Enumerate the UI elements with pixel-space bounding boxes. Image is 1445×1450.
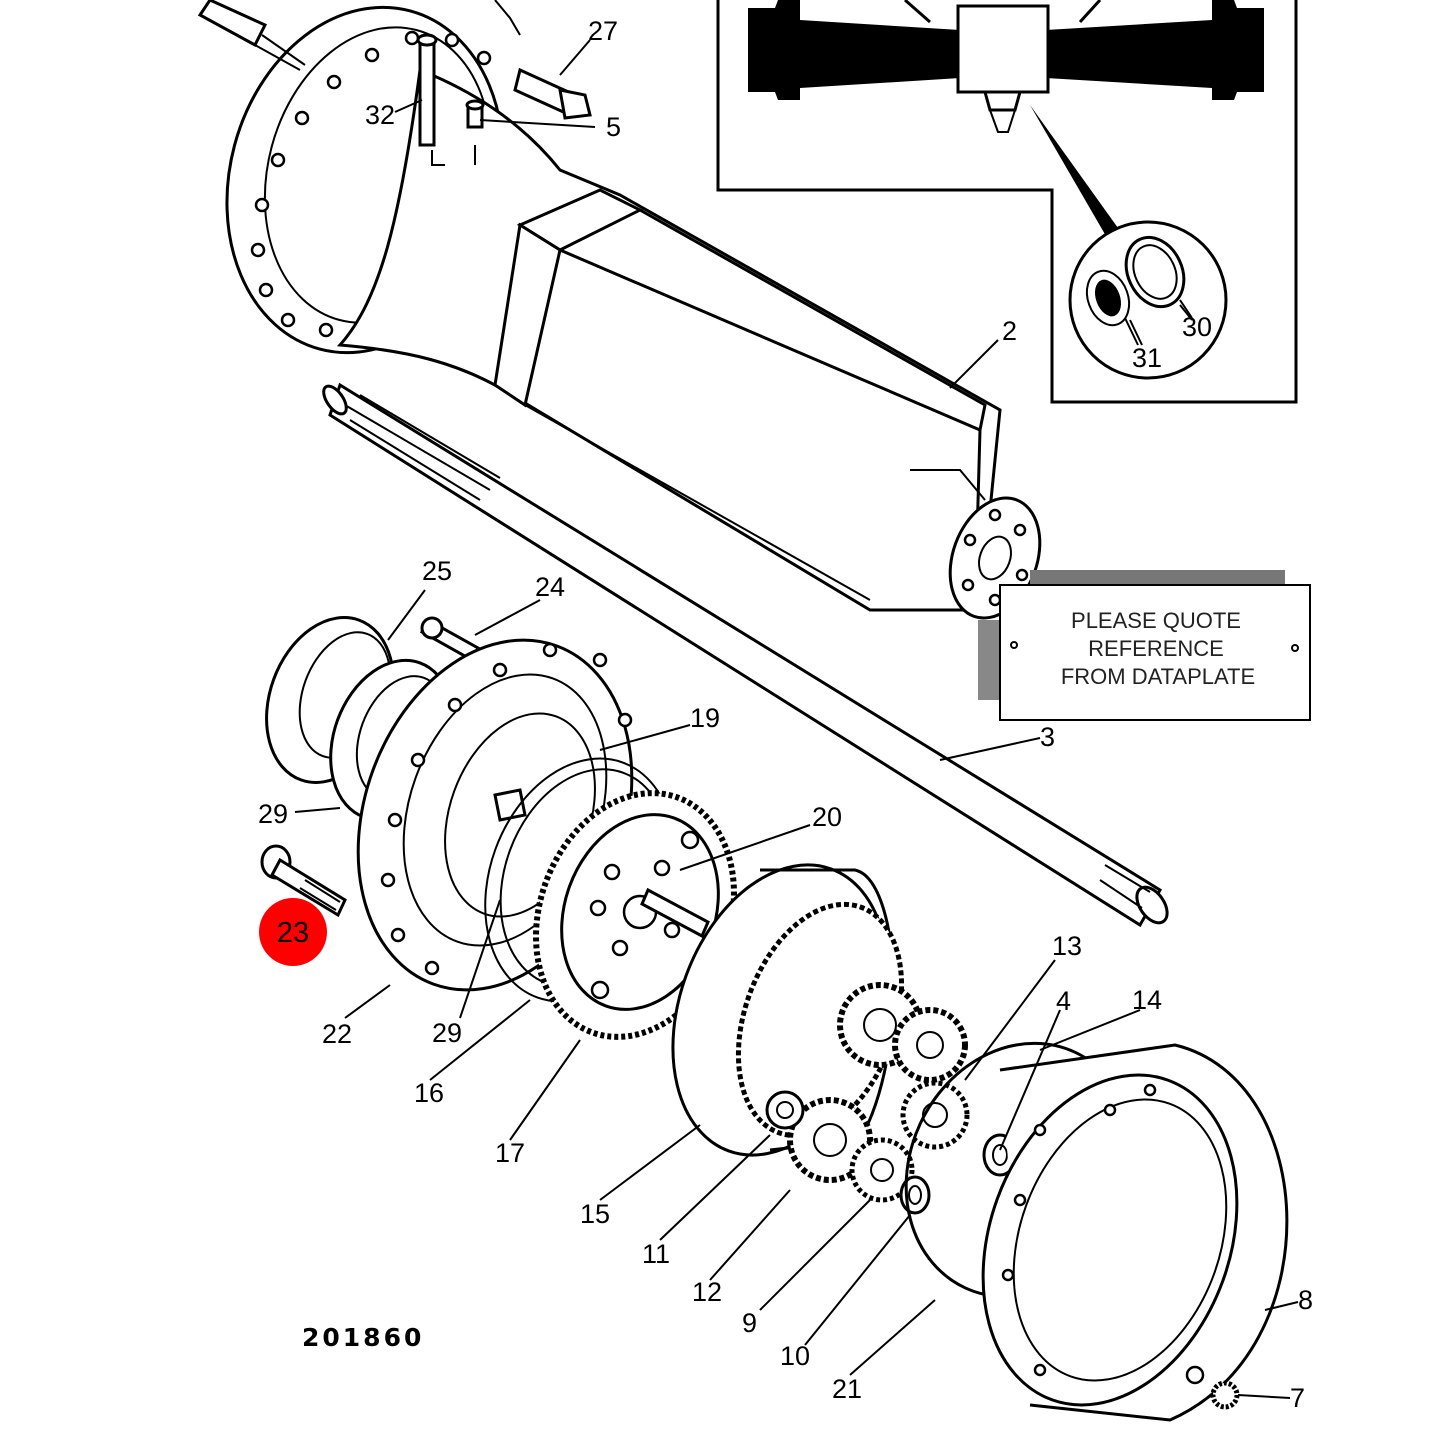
top-fasteners — [197, 0, 592, 166]
callout-4: 4 — [1056, 986, 1071, 1016]
callout-17: 17 — [495, 1138, 525, 1168]
callout-24: 24 — [535, 572, 565, 602]
callout-7: 7 — [1290, 1383, 1305, 1413]
callout-32: 32 — [365, 100, 395, 130]
dataplate-text: PLEASE QUOTE REFERENCE FROM DATAPLATE — [1061, 608, 1255, 689]
highlight-badge: 23 — [259, 898, 327, 966]
leader-lines — [294, 39, 1299, 1399]
hub-cap — [904, 1041, 1289, 1422]
callout-20: 20 — [812, 802, 842, 832]
callout-22: 22 — [322, 1019, 352, 1049]
planet-carrier — [484, 757, 905, 1157]
dataplate — [978, 570, 1311, 721]
callout-16: 16 — [414, 1078, 444, 1108]
callout-21: 21 — [832, 1374, 862, 1404]
half-shaft — [322, 382, 1169, 928]
callout-25: 25 — [422, 556, 452, 586]
callout-15: 15 — [580, 1199, 610, 1229]
callout-3: 3 — [1040, 722, 1055, 752]
callout-11: 11 — [642, 1239, 670, 1269]
callout-13: 13 — [1052, 931, 1082, 961]
callout-19: 19 — [690, 703, 720, 733]
callout-29-lower: 29 — [432, 1018, 462, 1048]
highlight-badge-label: 23 — [277, 917, 309, 949]
dataplate-line-3: FROM DATAPLATE — [1061, 664, 1255, 689]
callout-labels: 27 32 5 2 30 31 25 24 19 3 29 20 22 29 1… — [258, 16, 1313, 1413]
callout-14: 14 — [1132, 985, 1162, 1015]
callout-10: 10 — [780, 1341, 810, 1371]
dataplate-line-1: PLEASE QUOTE — [1071, 608, 1241, 633]
axle-housing — [225, 5, 1042, 620]
axle-overview-inset — [716, 0, 1298, 404]
callout-31: 31 — [1132, 343, 1162, 373]
dataplate-line-2: REFERENCE — [1088, 636, 1224, 661]
callout-12: 12 — [692, 1277, 722, 1307]
callout-5: 5 — [606, 112, 621, 142]
callout-2: 2 — [1002, 316, 1017, 346]
callout-29-upper: 29 — [258, 799, 288, 829]
bolt-23 — [260, 844, 347, 918]
callout-9: 9 — [742, 1308, 757, 1338]
callout-27: 27 — [588, 16, 618, 46]
callout-8: 8 — [1298, 1285, 1313, 1315]
drawing-number: 201860 — [302, 1323, 424, 1352]
highlight-badge-circle — [259, 898, 327, 966]
callout-30: 30 — [1182, 312, 1212, 342]
